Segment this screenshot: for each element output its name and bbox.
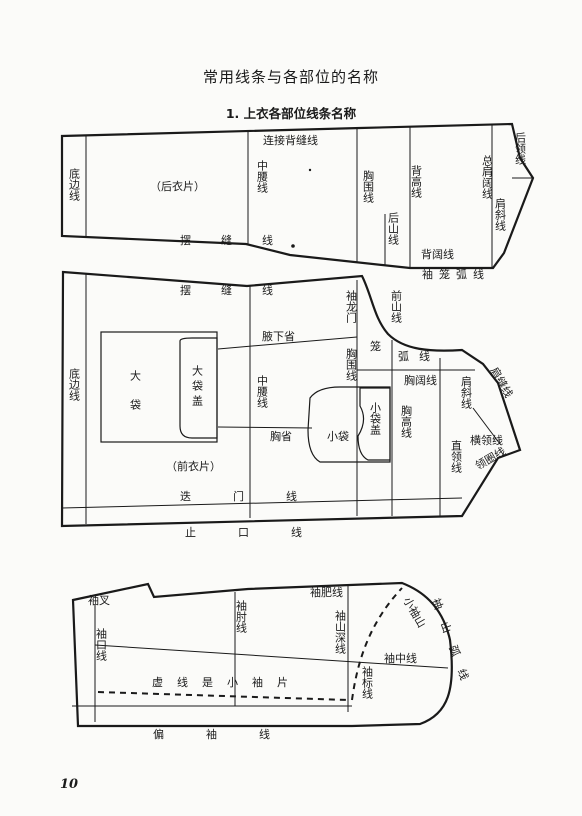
front-small-pocket-label: 小袋 — [327, 429, 349, 443]
sleeve-center-label: 袖中线 — [384, 651, 417, 665]
front-collar-line-label: 横领线 — [470, 433, 503, 447]
back-piece-name-label: （后衣片） — [150, 179, 205, 193]
front-line-label: 迭门线 — [180, 489, 339, 503]
front-sleeve-gate-label: 袖龙门 — [345, 289, 358, 324]
big-pocket-flap-shape — [179, 337, 218, 439]
sleeve-outline — [71, 581, 453, 728]
back-swing-seam-label: 摆缝线 — [180, 233, 303, 247]
section-subtitle: 1. 上衣各部位线条名称 — [225, 106, 357, 121]
front-stop-line-label: 止口线 — [185, 525, 344, 539]
back-hem-label: 底边线 — [68, 167, 81, 201]
front-collar-round-label: 领圈线 — [473, 444, 509, 473]
back-back-seam-label: 连接背缝线 — [263, 133, 318, 147]
back-sleeve-arc-label: 袖笼弧线 — [422, 267, 490, 281]
front-armpit-dart — [217, 336, 358, 350]
sleeve-fat-label: 袖肥线 — [310, 585, 343, 599]
back-armhole-label: 后山线 — [387, 212, 400, 245]
back-width-label: 背阔线 — [421, 247, 454, 261]
front-line — [61, 497, 463, 509]
front-small-pocket-flap-label: 小袋盖 — [369, 402, 382, 435]
small-sleeve-top-dashed-curve — [351, 587, 403, 701]
back-shoulder-width-label: 总肩阔线 — [481, 154, 494, 199]
small-pocket-shape — [307, 386, 391, 463]
front-shoulder-seam-label: 肩缝线 — [487, 365, 516, 401]
front-chest-dart — [217, 426, 313, 429]
front-shoulder-slant-label: 肩斜线 — [460, 375, 473, 409]
front-armhole-height-label: 前山线 — [390, 289, 403, 323]
front-big-pocket-flap-label: 大袋盖 — [191, 364, 204, 410]
front-swing-seam-label: 摆缝线 — [180, 283, 303, 297]
front-straight-collar-label: 直领线 — [450, 439, 463, 473]
sleeve-cuff-label: 袖口线 — [95, 627, 108, 661]
sleeve-depth-label: 袖山深线 — [334, 609, 347, 654]
front-chest-dart-label: 胸省 — [270, 429, 292, 443]
back-chest-label: 胸围线 — [362, 169, 375, 203]
front-piece-name-label: （前衣片） — [166, 459, 221, 473]
back-shoulder-slant-label: 肩斜线 — [494, 197, 507, 231]
sleeve-seam-label: 偏袖线 — [153, 727, 312, 741]
sleeve-elbow-label: 袖肘线 — [235, 599, 248, 633]
sleeve-fork-label: 袖叉 — [88, 593, 110, 607]
page-number: 10 — [60, 777, 79, 792]
front-neck-guide — [472, 407, 501, 445]
front-arc-label: 弧线 — [398, 349, 440, 363]
front-hem-label: 底边线 — [68, 367, 81, 401]
sleeve-small-note-label: 虚线是小袖片 — [152, 675, 302, 689]
back-waist-label: 中腰线 — [256, 160, 269, 193]
front-big-pocket-label: 大袋 — [129, 369, 142, 428]
sleeve-top-label: 袖山弧线 — [429, 596, 476, 695]
small-pocket-flap-shape — [357, 387, 391, 461]
sleeve-small-top-label: 小袖山 — [400, 595, 429, 631]
front-height-label: 胸高线 — [400, 404, 413, 438]
back-height-label: 背高线 — [410, 164, 423, 198]
front-chest-line-label: 胸围线 — [345, 347, 358, 381]
sleeve-mark-label: 袖标线 — [361, 665, 374, 699]
front-armpit-dart-label: 腋下省 — [262, 329, 295, 343]
front-armhole-curve-label: 笼 — [370, 339, 381, 353]
front-chest-width-label: 胸阔线 — [404, 373, 437, 387]
sleeve-center-line — [94, 644, 449, 669]
front-piece-outline — [60, 270, 522, 528]
front-waist-label: 中腰线 — [256, 375, 269, 408]
page-title: 常用线条与各部位的名称 — [202, 68, 379, 86]
back-piece-outline — [60, 122, 535, 270]
back-neck-label: 后领线 — [514, 132, 527, 165]
small-sleeve-dashed-line — [97, 691, 349, 701]
